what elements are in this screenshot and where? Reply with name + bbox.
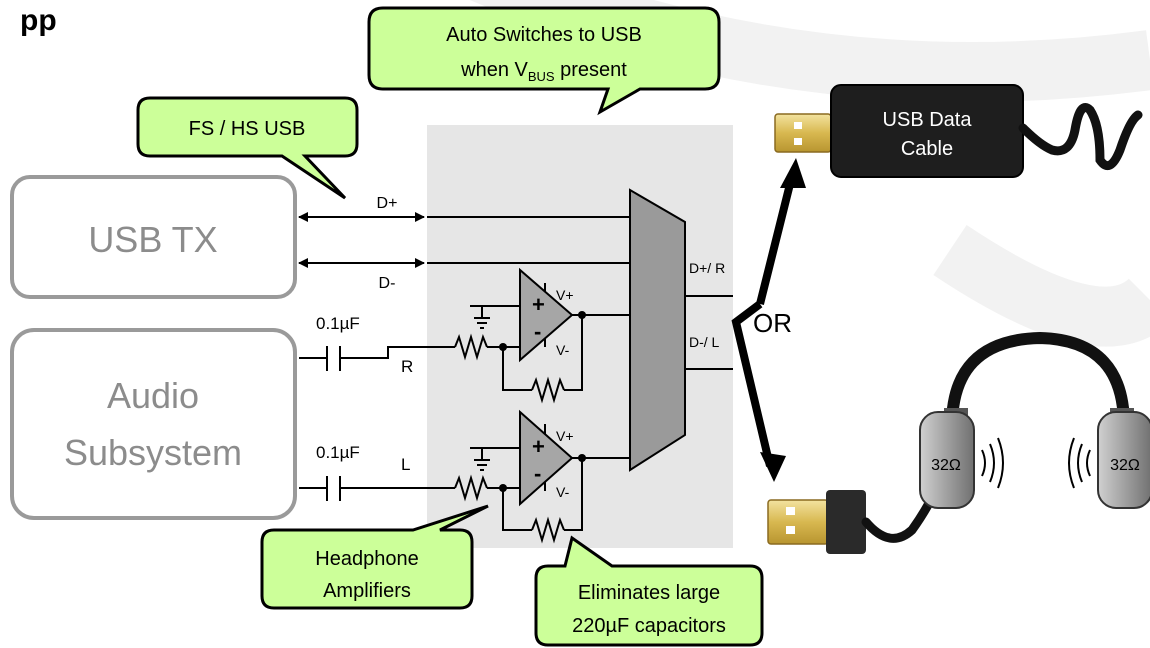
usb-data-lines	[298, 212, 630, 268]
headphones: 32Ω 32Ω	[919, 331, 1150, 509]
left-amp-vminus: V-	[556, 484, 570, 500]
mux-out-bottom-label: D-/ L	[689, 334, 720, 350]
fs-hs-label: FS / HS USB	[189, 118, 306, 140]
l-label: L	[401, 455, 410, 474]
audio-label-line1: Audio	[107, 375, 199, 416]
auto-switch-line2: when VBUS present	[460, 59, 627, 84]
right-amp-vminus: V-	[556, 342, 570, 358]
left-amp-plus: +	[532, 434, 545, 459]
or-arrow-up-head	[780, 158, 806, 188]
callout-auto-switch: Auto Switches to USB when VBUS present	[367, 6, 721, 116]
headphone-line1: Headphone	[315, 548, 418, 570]
usb-data-cable: USB Data Cable	[774, 84, 1143, 178]
cap-top-label: 0.1µF	[316, 314, 360, 333]
left-amp-minus: -	[534, 461, 541, 486]
dminus-label: D-	[379, 275, 396, 292]
headphone-line2: Amplifiers	[323, 580, 411, 602]
cable-label-line2: Cable	[901, 138, 953, 160]
right-channel-path	[299, 283, 630, 404]
impedance-left: 32Ω	[931, 457, 961, 474]
audio-label-line2: Subsystem	[64, 432, 242, 473]
right-amp-plus: +	[532, 292, 545, 317]
left-amp-vplus: V+	[556, 428, 574, 444]
headphone-connector	[767, 475, 945, 554]
auto-switch-line1: Auto Switches to USB	[446, 24, 642, 46]
usb-tx-label: USB TX	[88, 219, 217, 260]
r-label: R	[401, 357, 413, 376]
mux-outputs	[685, 295, 733, 370]
callout-fs-hs-usb: FS / HS USB	[136, 96, 359, 200]
page-title-fragment: pp	[20, 4, 57, 37]
cap-bottom-label: 0.1µF	[316, 443, 360, 462]
or-arrows	[731, 175, 796, 467]
eliminates-line1: Eliminates large	[578, 582, 720, 604]
or-label: OR	[753, 308, 792, 338]
right-amp-vplus: V+	[556, 287, 574, 303]
mux-switch	[629, 188, 686, 472]
mux-out-top-label: D+/ R	[689, 260, 725, 276]
cable-label-line1: USB Data	[883, 109, 973, 131]
or-arrow-down-head	[760, 452, 786, 482]
left-amplifier	[519, 409, 574, 507]
eliminates-line2: 220µF capacitors	[572, 615, 726, 637]
right-amplifier	[519, 267, 574, 363]
audio-subsystem-block: Audio Subsystem	[10, 328, 297, 520]
callout-eliminates-capacitors: Eliminates large 220µF capacitors	[534, 535, 764, 647]
impedance-right: 32Ω	[1110, 457, 1140, 474]
usb-tx-block: USB TX	[10, 175, 297, 299]
right-amp-minus: -	[534, 319, 541, 344]
dplus-label: D+	[377, 195, 398, 212]
callout-headphone-amplifiers: Headphone Amplifiers	[260, 504, 489, 610]
